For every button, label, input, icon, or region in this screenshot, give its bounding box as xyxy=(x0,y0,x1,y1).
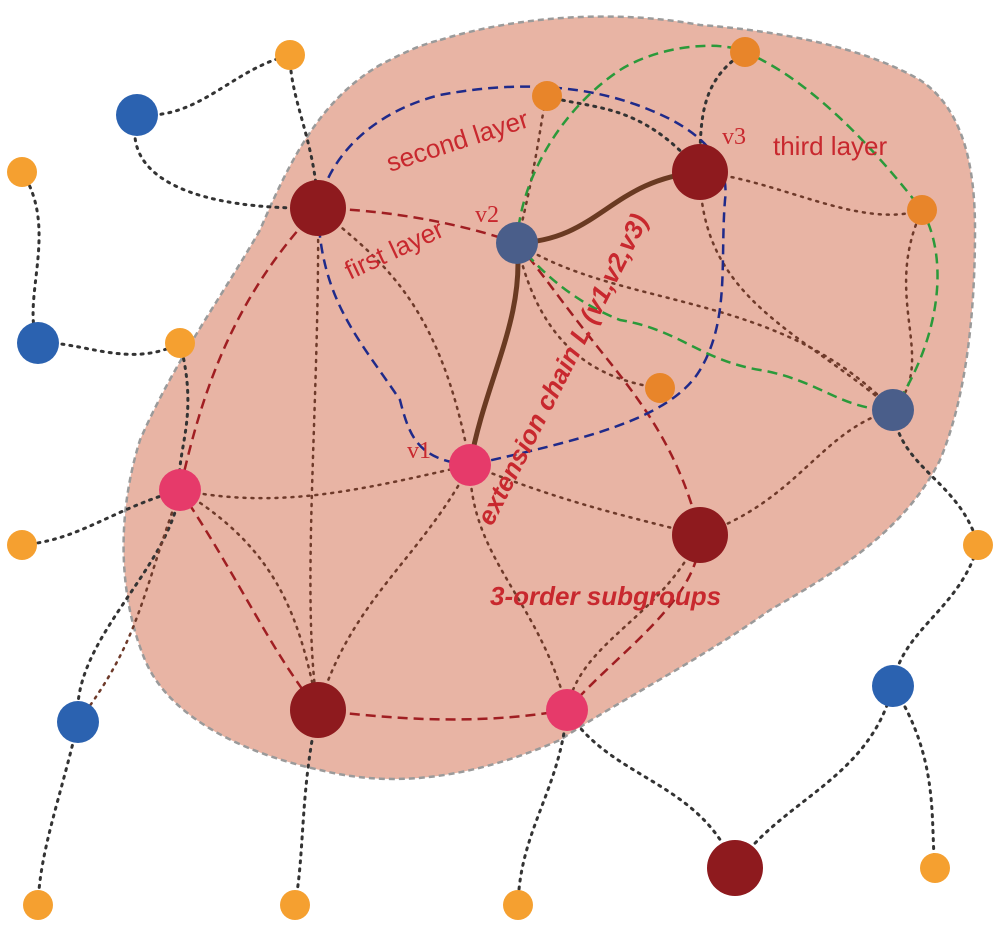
circle-icon xyxy=(872,665,914,707)
v2-label: v2 xyxy=(475,202,499,228)
circle-icon xyxy=(290,180,346,236)
nodes xyxy=(7,37,993,920)
circle-icon xyxy=(290,682,346,738)
v3-label: v3 xyxy=(722,124,746,150)
inner-edges xyxy=(76,94,924,724)
second-layer-boundary xyxy=(316,85,727,467)
circle-icon xyxy=(532,81,562,111)
circle-icon xyxy=(17,322,59,364)
circle-icon xyxy=(907,195,937,225)
circle-icon xyxy=(449,444,491,486)
third-layer-label: third layer xyxy=(773,131,887,161)
circle-icon xyxy=(707,840,763,896)
circle-icon xyxy=(503,890,533,920)
circle-icon xyxy=(920,853,950,883)
circle-icon xyxy=(280,890,310,920)
vertex-labels: v1 v2 v3 xyxy=(407,124,746,464)
circle-icon xyxy=(159,469,201,511)
circle-icon xyxy=(546,689,588,731)
circle-icon xyxy=(57,701,99,743)
circle-icon xyxy=(275,40,305,70)
circle-icon xyxy=(7,157,37,187)
circle-icon xyxy=(672,144,728,200)
circle-icon xyxy=(672,507,728,563)
circle-icon xyxy=(730,37,760,67)
v1-label: v1 xyxy=(407,438,431,464)
circle-icon xyxy=(496,222,538,264)
circle-icon xyxy=(116,94,158,136)
circle-icon xyxy=(872,389,914,431)
subgroups-label: 3-order subgroups xyxy=(490,581,721,611)
circle-icon xyxy=(7,530,37,560)
circle-icon xyxy=(23,890,53,920)
circle-icon xyxy=(645,373,675,403)
circle-icon xyxy=(165,328,195,358)
extension-chain xyxy=(467,169,703,468)
circle-icon xyxy=(963,530,993,560)
third-layer-boundary xyxy=(515,44,939,412)
